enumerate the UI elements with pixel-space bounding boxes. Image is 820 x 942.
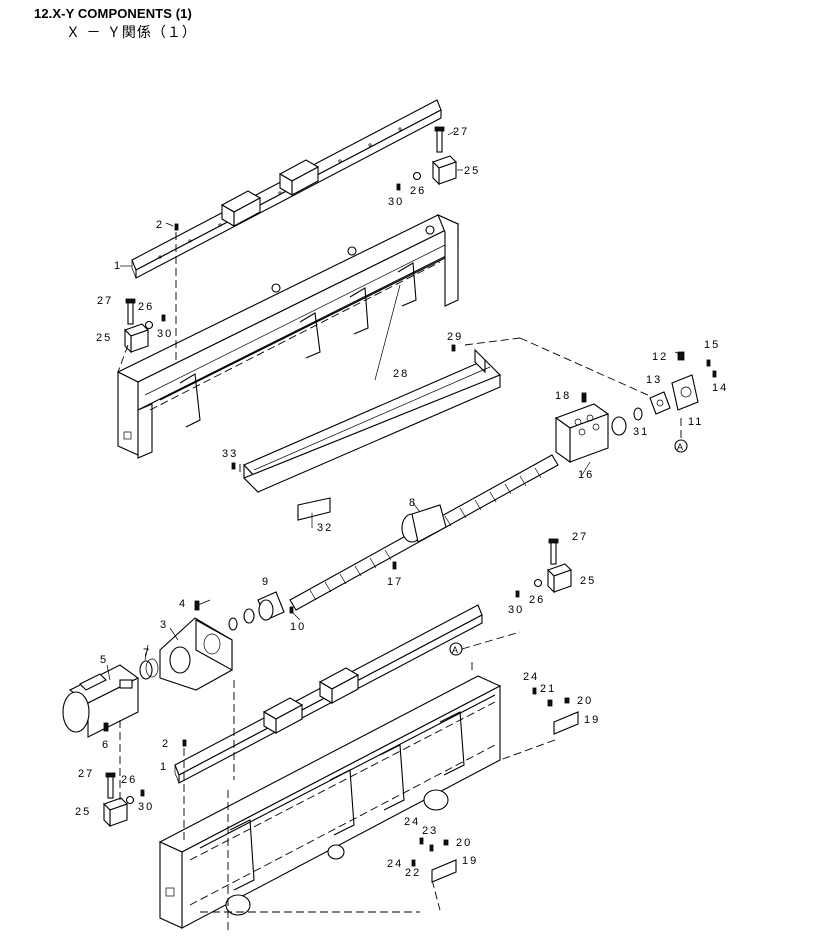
stopper-block-upper-right (396, 126, 458, 191)
screw-2-lower (182, 739, 187, 747)
callout-17: 17 (387, 576, 403, 588)
callout-labels: 27 25 26 30 2 1 27 26 25 30 29 28 12 15 … (75, 126, 728, 879)
bolt-12 (677, 351, 685, 361)
callout-26b: 26 (138, 301, 154, 313)
callout-32: 32 (317, 522, 333, 534)
coupling-7 (139, 658, 159, 680)
lower-rail-carriage-2 (318, 667, 360, 704)
callout-26c: 26 (529, 594, 545, 606)
callout-19b: 19 (462, 855, 478, 867)
callout-4: 4 (179, 598, 187, 610)
callout-2b: 2 (162, 738, 170, 750)
callout-13: 13 (646, 374, 662, 386)
callout-16: 16 (578, 469, 594, 481)
callout-27a: 27 (453, 126, 469, 138)
callout-24c: 24 (387, 858, 403, 870)
sensor-bracket-lower (411, 837, 457, 883)
callout-6: 6 (102, 739, 110, 751)
callout-25a: 25 (464, 165, 480, 177)
callout-21: 21 (540, 683, 556, 695)
screw-10 (289, 606, 294, 614)
page-title: 12.X-Y COMPONENTS (1) (34, 6, 192, 21)
callout-25b: 25 (96, 332, 112, 344)
servo-motor-5 (62, 664, 140, 738)
screw-15 (706, 359, 711, 367)
callout-26d: 26 (121, 774, 137, 786)
upper-rail-carriage-2 (278, 159, 320, 196)
callout-24b: 24 (404, 816, 420, 828)
page-subtitle: Ｘ － Ｙ関係（１） (66, 25, 197, 41)
end-cap-13 (649, 391, 671, 415)
motor-bracket (159, 600, 233, 691)
callout-31: 31 (633, 426, 649, 438)
callout-30b: 30 (157, 328, 173, 340)
callout-2a: 2 (156, 219, 164, 231)
bearing-housing-9 (257, 591, 285, 621)
callout-22: 22 (405, 867, 421, 879)
callout-1a: 1 (114, 260, 122, 272)
leader-lines (106, 130, 682, 932)
lower-y-frame (158, 675, 502, 929)
callout-5: 5 (100, 654, 108, 666)
callout-28: 28 (393, 368, 409, 380)
lower-rail-carriage-1 (262, 697, 304, 734)
callout-30a: 30 (388, 196, 404, 208)
nut (243, 608, 255, 624)
upper-rail-carriage-1 (220, 190, 262, 227)
stopper-block-upper-left (123, 223, 179, 354)
screw-17 (392, 561, 397, 570)
ball-screw (289, 454, 559, 611)
callout-33: 33 (222, 448, 238, 460)
callout-12: 12 (652, 351, 668, 363)
callout-29: 29 (447, 331, 463, 343)
sensor-bracket-upper (532, 687, 579, 735)
stopper-block-mid-right (515, 538, 573, 598)
callout-a-upper: A (677, 442, 683, 452)
stopper-block-lower-left (102, 772, 145, 828)
callout-19a: 19 (584, 714, 600, 726)
callout-27c: 27 (572, 531, 588, 543)
callout-30d: 30 (138, 801, 154, 813)
callout-3: 3 (160, 619, 168, 631)
callout-20a: 20 (577, 695, 593, 707)
screw-33 (231, 462, 236, 470)
callout-15: 15 (704, 339, 720, 351)
callout-a-lower: A (452, 645, 458, 655)
upper-x-frame (116, 213, 460, 459)
bearing-block (554, 392, 610, 464)
callout-25d: 25 (75, 806, 91, 818)
callout-26a: 26 (410, 185, 426, 197)
callout-23: 23 (422, 825, 438, 837)
callout-14: 14 (712, 382, 728, 394)
callout-18: 18 (555, 390, 571, 402)
washer (611, 416, 627, 436)
collar-31 (633, 407, 643, 421)
end-bracket-11 (671, 374, 699, 411)
callout-8: 8 (409, 497, 417, 509)
screw-29 (451, 344, 456, 352)
bolt-6 (103, 722, 109, 732)
washer-motor-side (228, 617, 238, 631)
callout-11: 11 (688, 416, 703, 428)
callout-7: 7 (143, 647, 151, 659)
callout-9: 9 (262, 576, 270, 588)
screw-14 (712, 370, 717, 378)
reference-mark-a-upper (674, 439, 688, 453)
callout-1b: 1 (160, 761, 168, 773)
callout-25c: 25 (580, 575, 596, 587)
callout-27b: 27 (97, 295, 113, 307)
cover-plate (243, 348, 501, 521)
callout-30c: 30 (508, 604, 524, 616)
callout-24a: 24 (523, 671, 539, 683)
callout-27d: 27 (78, 768, 94, 780)
callout-20b: 20 (456, 837, 472, 849)
callout-10: 10 (290, 621, 306, 633)
